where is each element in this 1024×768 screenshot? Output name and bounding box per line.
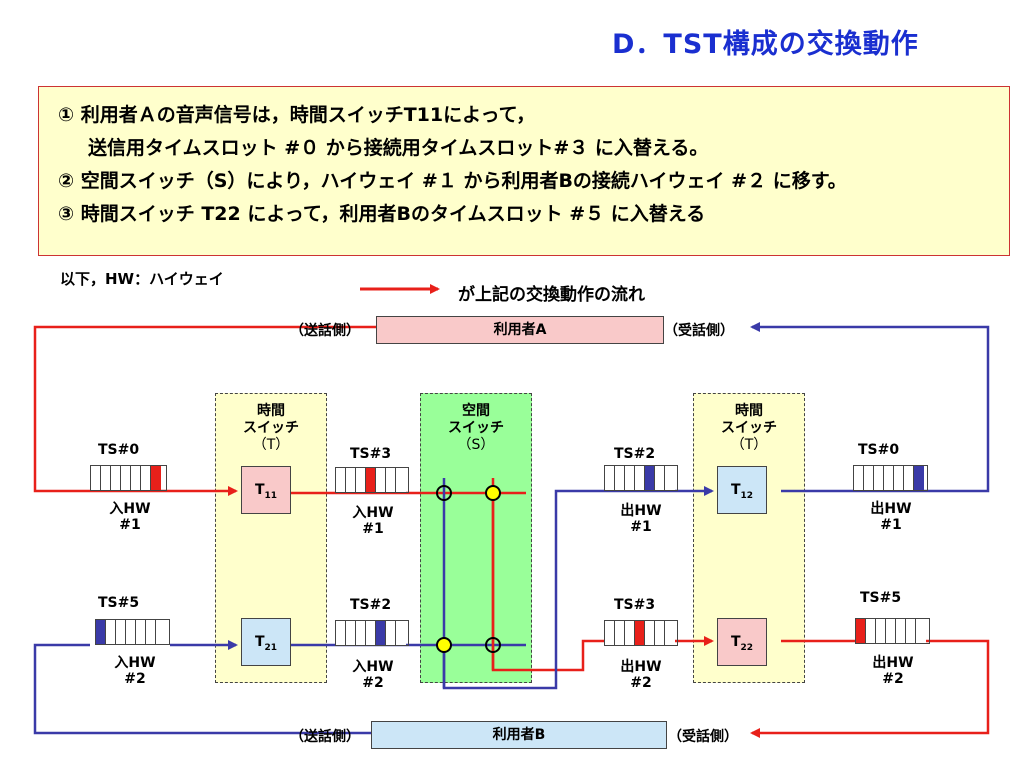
crosspoint-off (436, 485, 452, 501)
space-switch-label-2: スイッチ (448, 420, 504, 436)
frame-mid-in2-hw-label: 入HW (352, 659, 394, 675)
time-switch-t21: T21 (241, 618, 291, 666)
frame-out-hw1 (853, 465, 928, 491)
user-b-box: 利用者B (371, 721, 667, 749)
explanation-line-3: ② 空間スイッチ（S）により，ハイウェイ #１ から利用者Bの接続ハイウェイ #… (58, 170, 847, 192)
frame-in2-num-label: #2 (124, 671, 146, 687)
frame-mid-out2-num-label: #2 (630, 675, 652, 691)
frame-mid-out2-hw-label: 出HW (620, 659, 662, 675)
frame-out2-ts-label: TS#5 (860, 590, 902, 606)
frame-out1-hw-label: 出HW (870, 501, 912, 517)
space-switch-label-1: 空間 (462, 403, 490, 419)
frame-mid-in2-ts-label: TS#2 (350, 597, 392, 613)
time-switch-t22: T22 (717, 618, 767, 666)
frame-mid-out-hw1 (604, 465, 678, 491)
frame-mid-out2-ts-label: TS#3 (614, 597, 656, 613)
crosspoint-off (485, 637, 501, 653)
legend-flow-text: が上記の交換動作の流れ (458, 285, 645, 305)
crosspoint-on (436, 637, 452, 653)
timeslot-filled-red (856, 619, 866, 643)
blue-flow-t12-to-user-a (750, 322, 990, 493)
t11-label: T (254, 482, 265, 498)
t22-label: T (730, 634, 741, 650)
timeslot-filled-red (635, 621, 645, 645)
frame-in1-num-label: #1 (119, 517, 141, 533)
crosspoint-on (485, 485, 501, 501)
explanation-line-4: ③ 時間スイッチ T22 によって，利用者Bのタイムスロット #５ に入替える (58, 203, 706, 225)
space-switch-panel (420, 393, 532, 683)
time-switch-left-label-1: 時間 (257, 403, 285, 419)
timeslot-filled-blue (645, 466, 655, 490)
explanation-line-1: ① 利用者Ａの音声信号は，時間スイッチT11によって， (58, 104, 536, 126)
t21-subscript: 21 (264, 642, 278, 653)
t22-subscript: 22 (740, 642, 754, 653)
time-switch-t11: T11 (241, 466, 291, 514)
time-switch-right-label-1: 時間 (735, 403, 763, 419)
t12-label: T (730, 482, 741, 498)
hw-abbreviation-note: 以下，HW：ハイウェイ (60, 270, 224, 288)
frame-mid-out1-ts-label: TS#2 (614, 446, 656, 462)
explanation-box (38, 86, 1010, 256)
time-switch-right-label-3: （T） (730, 437, 768, 453)
frame-in1-hw-label: 入HW (109, 501, 151, 517)
frame-mid-in-hw2 (335, 620, 409, 646)
frame-mid-in1-hw-label: 入HW (352, 505, 394, 521)
space-switch-label-3: （S） (457, 437, 495, 453)
timeslot-filled-blue (376, 621, 386, 645)
user-a-send-label: （送話側） (290, 323, 360, 339)
time-switch-right-panel (693, 393, 805, 683)
page-title: D．TST構成の交換動作 (612, 29, 919, 60)
time-switch-left-label-2: スイッチ (243, 420, 299, 436)
frame-mid-in-hw1 (335, 467, 409, 493)
t12-subscript: 12 (740, 490, 754, 501)
frame-out2-num-label: #2 (882, 671, 904, 687)
red-flow-user-a-to-t11 (33, 325, 376, 496)
frame-out1-ts-label: TS#0 (858, 442, 900, 458)
user-a-box: 利用者A (376, 316, 664, 344)
explanation-line-2: 送信用タイムスロット #０ から接続用タイムスロット#３ に入替える。 (88, 137, 709, 159)
timeslot-filled-red (366, 468, 376, 492)
timeslot-filled-red (151, 466, 161, 490)
frame-mid-out1-hw-label: 出HW (620, 503, 662, 519)
timeslot-filled-blue (914, 466, 924, 490)
t11-subscript: 11 (264, 490, 278, 501)
frame-in1-ts-label: TS#0 (98, 442, 140, 458)
frame-out2-hw-label: 出HW (872, 655, 914, 671)
frame-in-hw2 (95, 619, 170, 645)
blue-flow-user-b-to-in-hw2 (33, 643, 371, 735)
timeslot-filled-blue (96, 620, 106, 644)
frame-out1-num-label: #1 (880, 517, 902, 533)
frame-mid-out1-num-label: #1 (630, 519, 652, 535)
time-switch-t12: T12 (717, 466, 767, 514)
frame-in2-ts-label: TS#5 (98, 595, 140, 611)
user-b-send-label: （送話側） (290, 729, 360, 745)
frame-mid-in1-num-label: #1 (362, 521, 384, 537)
frame-in2-hw-label: 入HW (114, 655, 156, 671)
frame-mid-out-hw2 (604, 620, 678, 646)
frame-out-hw2 (855, 618, 930, 644)
time-switch-left-label-3: （T） (252, 437, 290, 453)
t21-label: T (254, 634, 265, 650)
user-b-recv-label: （受話側） (668, 729, 738, 745)
frame-in-hw1 (90, 465, 167, 491)
frame-mid-in1-ts-label: TS#3 (350, 446, 392, 462)
user-a-recv-label: （受話側） (664, 323, 734, 339)
frame-mid-in2-num-label: #2 (362, 675, 384, 691)
time-switch-right-label-2: スイッチ (721, 420, 777, 436)
